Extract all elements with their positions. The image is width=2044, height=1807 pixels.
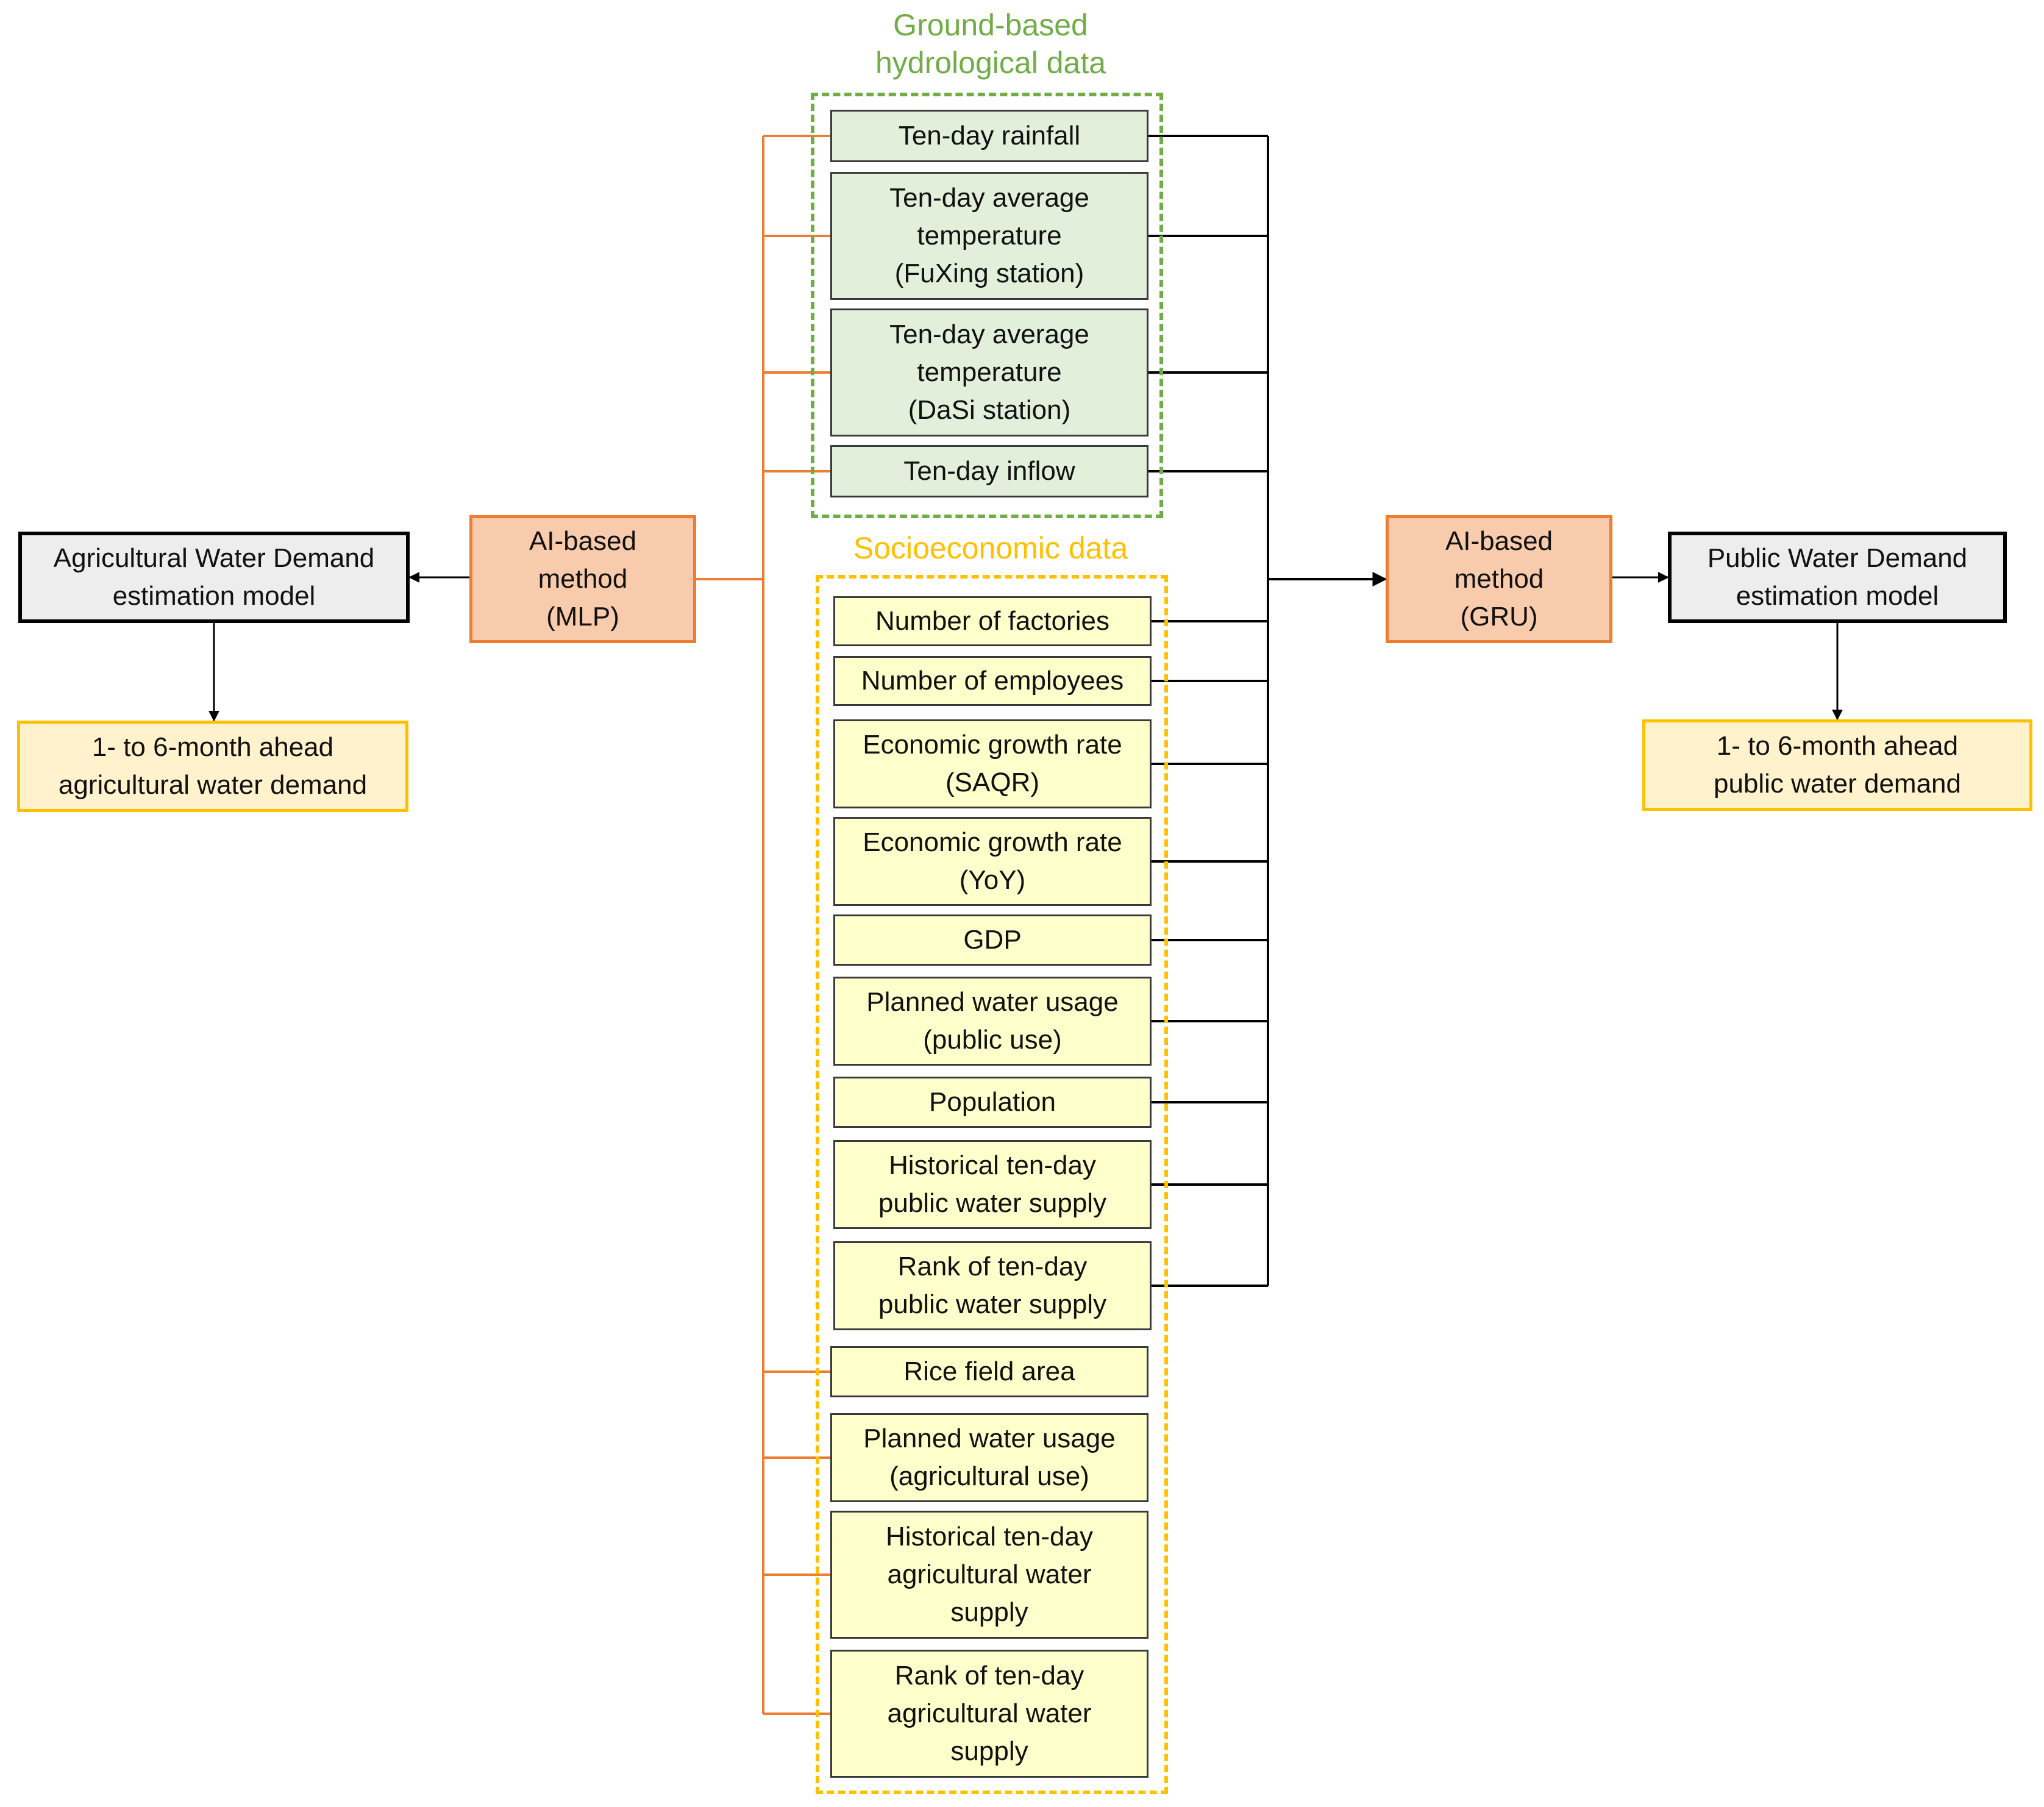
hydrological-group-frame: [811, 93, 1163, 518]
input-box-economic-growth-rate-yoy: Economic growth rate (YoY): [833, 817, 1152, 906]
input-box-number-of-factories: Number of factories: [833, 596, 1152, 646]
input-box-number-of-employees: Number of employees: [833, 656, 1152, 706]
input-box-rice-field-area: Rice field area: [830, 1346, 1148, 1397]
input-box-ten-day-inflow: Ten-day inflow: [830, 445, 1148, 497]
input-box-economic-growth-rate-saqr: Economic growth rate (SAQR): [833, 719, 1152, 808]
input-box-rank-of-ten-day-public-water-supply: Rank of ten-day public water supply: [833, 1241, 1152, 1330]
input-box-ten-day-average-temperature-dasi-station: Ten-day average temperature (DaSi statio…: [830, 308, 1148, 437]
mlp-method-box: AI-based method (MLP): [469, 515, 696, 643]
public-model-box: Public Water Demand estimation model: [1668, 532, 2007, 623]
input-box-ten-day-average-temperature-fuxing-station: Ten-day average temperature (FuXing stat…: [830, 172, 1148, 300]
agricultural-output-box: 1- to 6-month ahead agricultural water d…: [17, 721, 408, 812]
gru-method-box: AI-based method (GRU): [1386, 515, 1612, 643]
socioeconomic-group-frame: [816, 575, 1168, 1794]
agricultural-model-box: Agricultural Water Demand estimation mod…: [18, 532, 410, 623]
input-box-historical-ten-day-public-water-supply: Historical ten-day public water supply: [833, 1140, 1152, 1229]
hydrological-group-title: Ground-based hydrological data: [875, 8, 1106, 80]
input-box-population: Population: [833, 1077, 1152, 1128]
input-box-planned-water-usage-public-use: Planned water usage (public use): [833, 977, 1152, 1066]
input-box-historical-ten-day-agricultural-water-supply: Historical ten-day agricultural water su…: [830, 1511, 1148, 1639]
input-box-ten-day-rainfall: Ten-day rainfall: [830, 110, 1148, 162]
input-box-planned-water-usage-agricultural-use: Planned water usage (agricultural use): [830, 1413, 1148, 1502]
input-box-rank-of-ten-day-agricultural-water-supply: Rank of ten-day agricultural water suppl…: [830, 1650, 1148, 1778]
socioeconomic-group-title: Socioeconomic data: [853, 531, 1128, 565]
public-output-box: 1- to 6-month ahead public water demand: [1642, 719, 2032, 811]
input-box-gdp: GDP: [833, 914, 1152, 966]
